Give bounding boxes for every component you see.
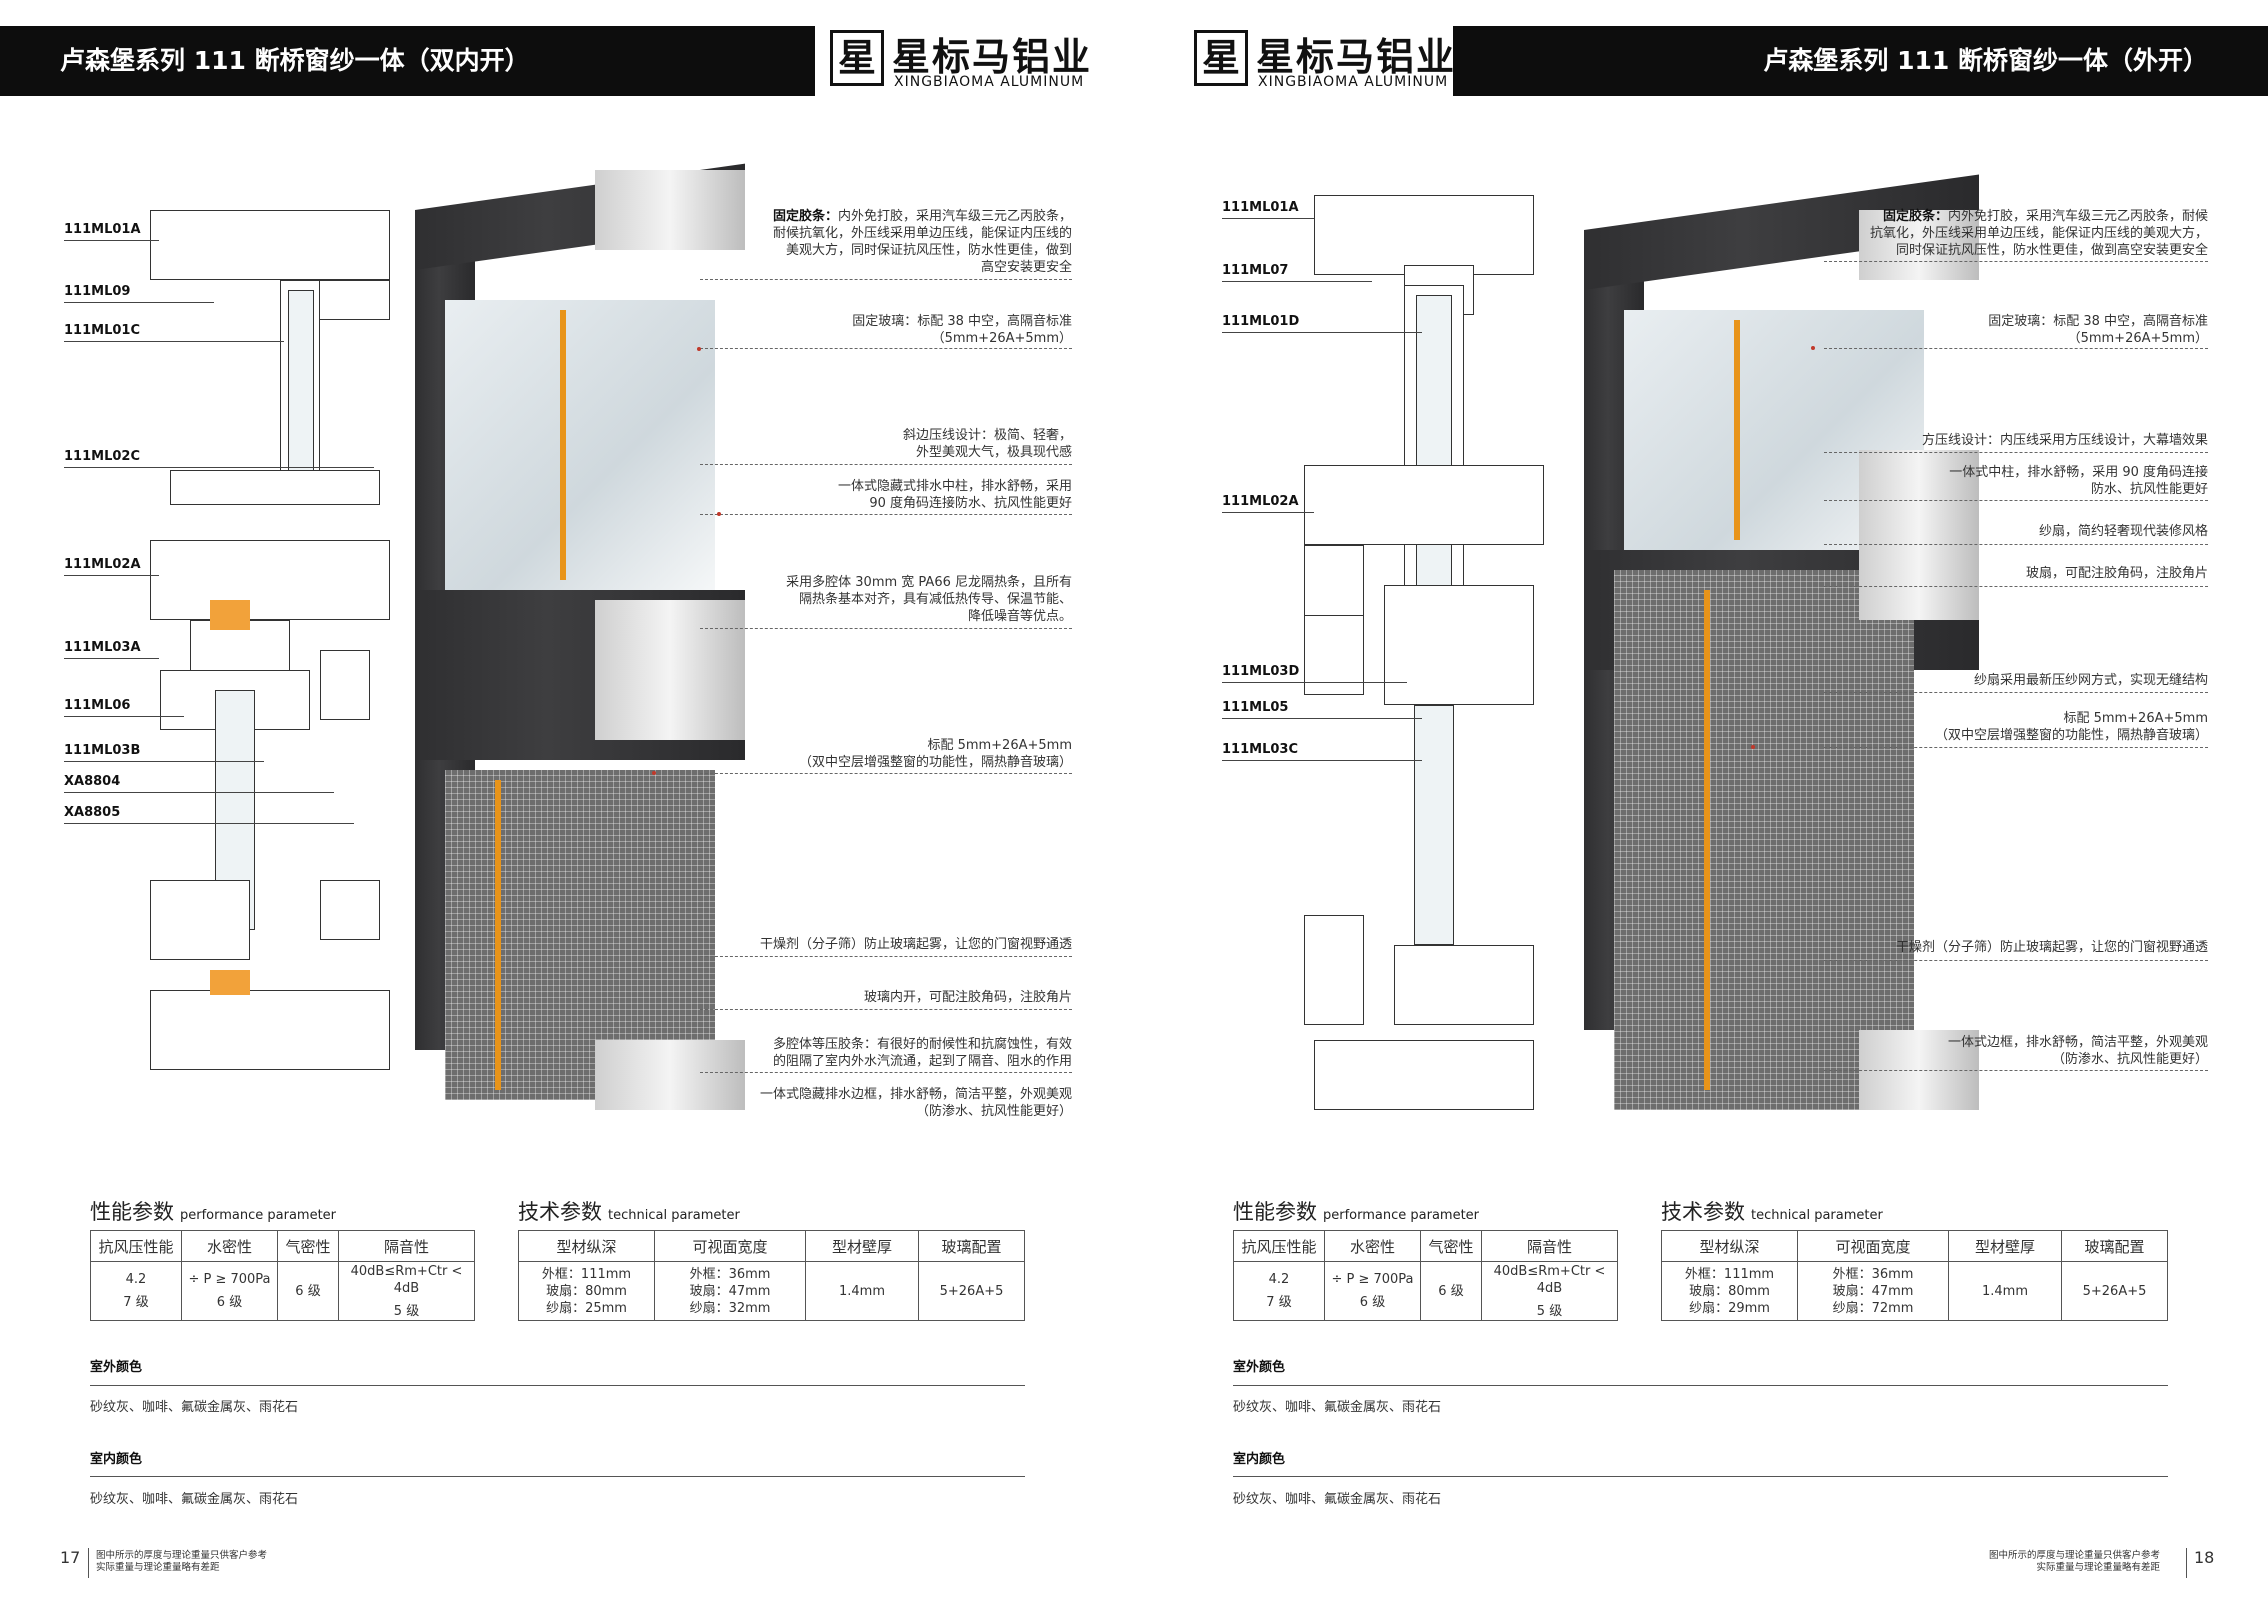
annotation-fixed-gasket: 固定胶条：内外免打胶，采用汽车级三元乙丙胶条， 耐候抗氧化，外压线采用单边压线，… [772, 209, 1072, 275]
section-label: XA8805 [64, 805, 121, 820]
brand-logo: 星 星标马铝业 XINGBIAOMA ALUMINUM [1194, 30, 1454, 92]
outdoor-color-value: 砂纹灰、咖啡、氟碳金属灰、雨花石 [90, 1400, 299, 1415]
section-label: 111ML01C [64, 323, 140, 338]
indoor-color-value: 砂纹灰、咖啡、氟碳金属灰、雨花石 [1233, 1492, 1442, 1507]
annotation-equal-pressure-gasket: 多腔体等压胶条：有很好的耐候性和抗腐蚀性，有效 的阻隔了室内外水汽流通，起到了隔… [772, 1037, 1072, 1069]
outdoor-color-label: 室外颜色 [1233, 1360, 1286, 1375]
right-page-title: 卢森堡系列 111 断桥窗纱一体（外开） [1453, 26, 2268, 96]
left-page-title: 卢森堡系列 111 断桥窗纱一体（双内开） [0, 26, 815, 96]
section-label: 111ML01D [1222, 314, 1300, 329]
indoor-color-value: 砂纹灰、咖啡、氟碳金属灰、雨花石 [90, 1492, 299, 1507]
section-label: 111ML07 [1222, 263, 1289, 278]
section-label: 111ML01A [64, 222, 141, 237]
right-page: 卢森堡系列 111 断桥窗纱一体（外开） 星 星标马铝业 XINGBIAOMA … [1134, 0, 2268, 1607]
brand-name-en: XINGBIAOMA ALUMINUM [894, 74, 1085, 90]
annotation-fixed-gasket: 固定胶条：内外免打胶，采用汽车级三元乙丙胶条，耐候 抗氧化，外压线采用单边压线，… [1869, 209, 2208, 258]
page-number: 17 [60, 1548, 81, 1567]
section-label: 111ML09 [64, 284, 131, 299]
brand-mark-icon: 星 [830, 30, 884, 86]
section-label: 111ML02A [1222, 494, 1299, 509]
section-label: 111ML02C [64, 449, 140, 464]
section-label: 111ML03A [64, 640, 141, 655]
annotation-desiccant: 干燥剂（分子筛）防止玻璃起雾，让您的门窗视野通透 [759, 937, 1072, 952]
outdoor-color-label: 室外颜色 [90, 1360, 143, 1375]
footnote: 图中所示的厚度与理论重量只供客户参考 实际重量与理论重量略有差距 [1989, 1550, 2161, 1573]
brand-mark-icon: 星 [1194, 30, 1248, 86]
section-label: 111ML03B [64, 743, 141, 758]
annotation-thermal-break: 采用多腔体 30mm 宽 PA66 尼龙隔热条，且所有 隔热条基本对齐，具有减低… [786, 575, 1072, 624]
brand-name-cn: 星标马铝业 [892, 35, 1093, 79]
section-label: 111ML01A [1222, 200, 1299, 215]
brand-logo: 星 星标马铝业 XINGBIAOMA ALUMINUM [830, 30, 1090, 92]
left-page: 卢森堡系列 111 断桥窗纱一体（双内开） 星 星标马铝业 XINGBIAOMA… [0, 26, 1090, 1578]
cross-section-drawing [1304, 185, 1574, 1115]
annotation-drainage-frame: 一体式隐藏排水边框，排水舒畅，简洁平整，外观美观 （防渗水、抗风性能更好） [759, 1087, 1072, 1119]
page-number: 18 [2194, 1548, 2215, 1567]
section-label: 111ML03C [1222, 742, 1298, 757]
indoor-color-label: 室内颜色 [1233, 1452, 1286, 1467]
annotation-inward-sash: 玻璃内开，可配注胶角码，注胶角片 [863, 990, 1072, 1005]
annotation-fixed-glass: 固定玻璃：标配 38 中空，高隔音标准 （5mm+26A+5mm） [1988, 314, 2208, 346]
annotation-mullion: 一体式中柱，排水舒畅，采用 90 度角码连接 防水、抗风性能更好 [1949, 465, 2208, 497]
section-label: 111ML05 [1222, 700, 1289, 715]
annotation-square-bead: 方压线设计：内压线采用方压线设计，大幕墙效果 [1921, 433, 2208, 448]
window-render [1584, 174, 1979, 1120]
annotation-glass-config: 标配 5mm+26A+5mm （双中空层增强整窗的功能性，隔热静音玻璃） [798, 738, 1072, 770]
footnote: 图中所示的厚度与理论重量只供客户参考 实际重量与理论重量略有差距 [96, 1550, 268, 1573]
annotation-glass-config: 标配 5mm+26A+5mm （双中空层增强整窗的功能性，隔热静音玻璃） [1934, 711, 2208, 743]
section-label: XA8804 [64, 774, 121, 789]
annotation-fixed-glass: 固定玻璃：标配 38 中空，高隔音标准 （5mm+26A+5mm） [852, 314, 1072, 346]
section-label: 111ML03D [1222, 664, 1300, 679]
section-label: 111ML06 [64, 698, 131, 713]
brand-name-en: XINGBIAOMA ALUMINUM [1258, 74, 1449, 90]
indoor-color-label: 室内颜色 [90, 1452, 143, 1467]
annotation-bevel-bead: 斜边压线设计：极简、轻奢， 外型美观大气，极具现代感 [902, 428, 1072, 460]
annotation-screen-sash: 纱扇，简约轻奢现代装修风格 [2038, 524, 2208, 539]
window-render [415, 163, 745, 1120]
cross-section-drawing [140, 200, 400, 1080]
annotation-mullion: 一体式隐藏式排水中柱，排水舒畅，采用 90 度角码连接防水、抗风性能更好 [837, 479, 1072, 511]
annotation-seamless-screen: 纱扇采用最新压纱网方式，实现无缝结构 [1973, 673, 2208, 688]
annotation-glass-sash: 玻扇，可配注胶角码，注胶角片 [2025, 566, 2208, 581]
annotation-drainage-frame: 一体式边框，排水舒畅，简洁平整，外观美观 （防渗水、抗风性能更好） [1947, 1035, 2208, 1067]
brand-name-cn: 星标马铝业 [1256, 35, 1457, 79]
section-label: 111ML02A [64, 557, 141, 572]
annotation-desiccant: 干燥剂（分子筛）防止玻璃起雾，让您的门窗视野通透 [1895, 940, 2208, 955]
outdoor-color-value: 砂纹灰、咖啡、氟碳金属灰、雨花石 [1233, 1400, 1442, 1415]
